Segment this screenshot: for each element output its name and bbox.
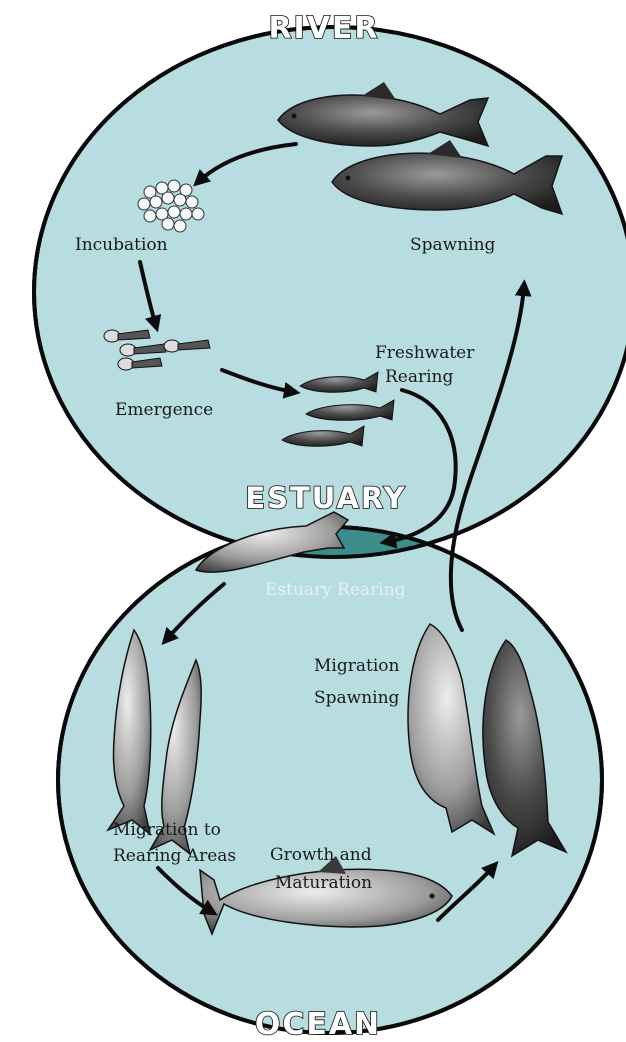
migration-spawning-caption-1: Migration (314, 656, 399, 676)
migration-to-rearing-caption-1: Migration to (113, 820, 221, 840)
freshwater-caption-1: Freshwater (375, 343, 475, 363)
incubation-caption: Incubation (75, 235, 168, 255)
freshwater-caption-2: Rearing (385, 367, 454, 387)
growth-caption-1: Growth and (270, 845, 372, 865)
ocean-label: OCEAN (255, 1007, 381, 1042)
emergence-caption: Emergence (115, 400, 213, 420)
growth-caption-2: Maturation (275, 873, 372, 893)
estuary-label: ESTUARY (245, 481, 406, 515)
river-label: RIVER (268, 11, 379, 46)
estuary-rearing-caption: Estuary Rearing (265, 580, 406, 600)
migration-spawning-caption-2: Spawning (314, 688, 400, 708)
migration-to-rearing-caption-2: Rearing Areas (113, 846, 236, 866)
spawning-caption: Spawning (410, 235, 496, 255)
